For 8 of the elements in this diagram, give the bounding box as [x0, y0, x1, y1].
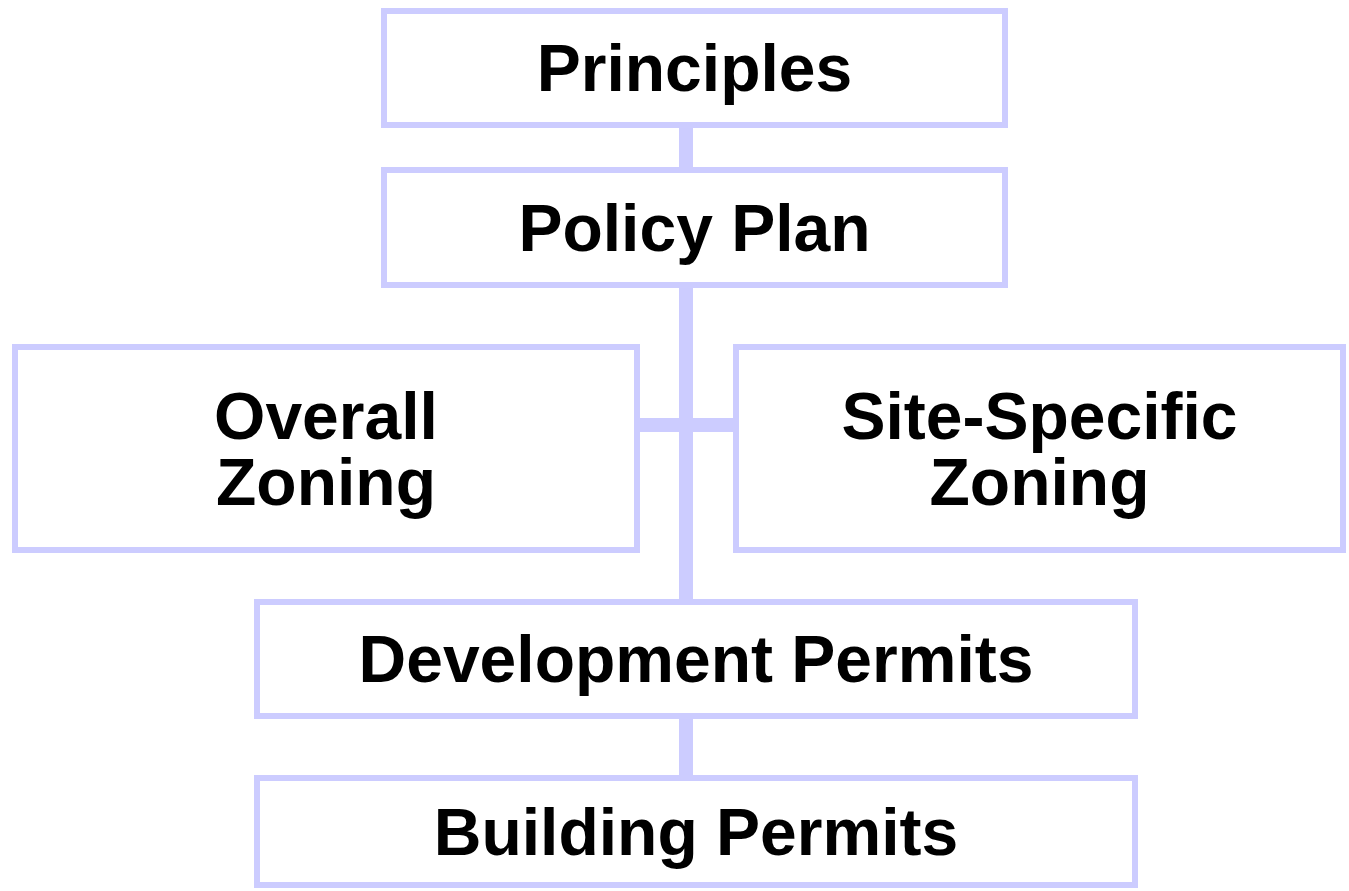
process-box: [381, 167, 1008, 288]
process-box: [12, 344, 640, 553]
process-box: [733, 344, 1346, 553]
process-box: [254, 775, 1138, 888]
connector-line: [679, 128, 693, 167]
process-box: [254, 599, 1138, 719]
connector-line: [679, 719, 693, 775]
process-box: [381, 8, 1008, 128]
